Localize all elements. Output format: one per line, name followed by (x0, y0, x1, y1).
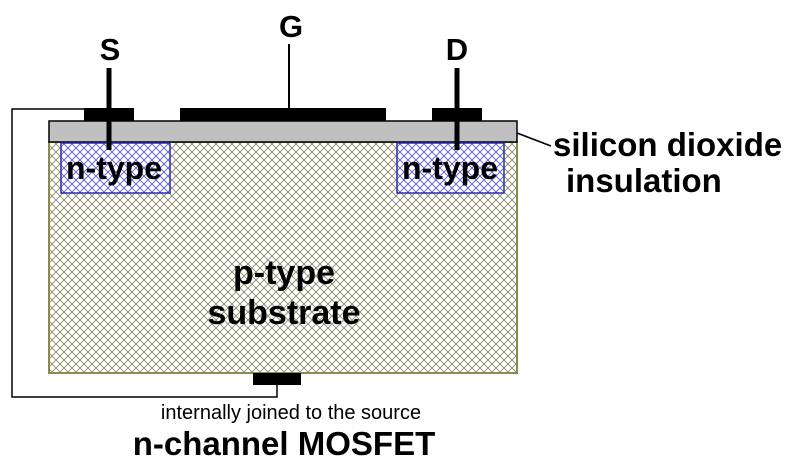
body-metal-contact (253, 373, 301, 385)
oxide-pointer-line (516, 132, 552, 147)
source-region-label: n-type (66, 150, 162, 186)
silicon-dioxide-layer (48, 120, 518, 143)
source-terminal-label: S (100, 32, 121, 67)
source-n-type-region (60, 142, 171, 194)
substrate-label-line1: p-type (233, 254, 335, 292)
oxide-label-line2: insulation (566, 162, 722, 199)
oxide-label-line1: silicon dioxide (553, 126, 782, 163)
body-to-source-wire (11, 108, 278, 398)
drain-region-label: n-type (402, 150, 498, 186)
gate-metal-contact (180, 108, 386, 121)
diagram-title: n-channel MOSFET (133, 425, 436, 462)
substrate-label-line2: substrate (207, 294, 360, 332)
drain-terminal-label: D (446, 32, 468, 67)
gate-terminal-label: G (279, 9, 303, 44)
body-connection-note: internally joined to the source (161, 402, 421, 424)
drain-n-type-region (396, 142, 505, 194)
